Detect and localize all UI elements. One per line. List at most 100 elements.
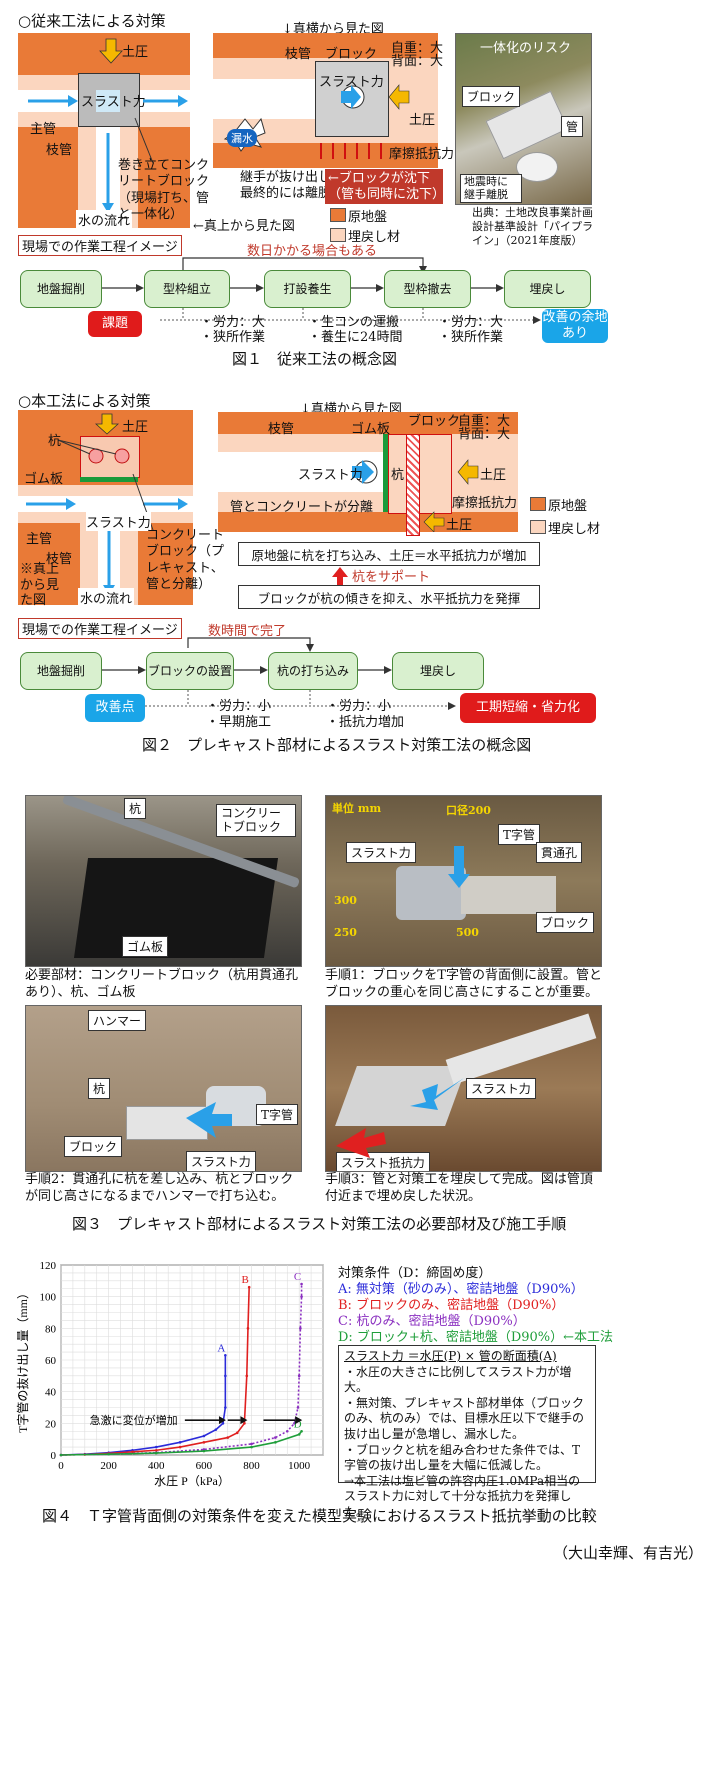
series-point-A: [224, 1406, 227, 1409]
fig1-top-view-label: ←真上から見た図: [193, 219, 295, 234]
fig2-support: 杭をサポート: [352, 570, 431, 585]
fig2-legend-backfill: 埋戻し材: [548, 522, 601, 537]
fig2-explain-2: ブロックが杭の傾きを抑え、水平抵抗力を発揮: [238, 585, 540, 609]
series-point-A: [221, 1422, 225, 1425]
fig2-thrust: スラスト力: [86, 512, 151, 531]
fig1-section-title: ○従来工法による対策: [18, 12, 166, 30]
series-point-D: [274, 1441, 277, 1444]
fig2-top-note: ※真上から見た図: [20, 562, 60, 609]
y-tick-label: 100: [40, 1292, 57, 1304]
fig3-p2-unit: 単位 mm: [332, 802, 382, 815]
fig4-note-1: ・水圧の大きさに比例してスラスト力が増大。: [344, 1364, 572, 1395]
annotation-arrow-head: [218, 1416, 226, 1425]
fig2-top-view: 土圧 杭 ゴム板 スラスト力 主管 枝管 ※真上から見た図 水の流れ: [18, 410, 193, 608]
fig3-p3-block: ブロック: [64, 1136, 123, 1157]
series-point-C: [297, 1374, 301, 1378]
fig3-p4-thrust: スラスト力: [466, 1078, 536, 1099]
fig2-hours-note: 数時間で完了: [208, 624, 287, 639]
fig1-legend-native-swatch: [330, 208, 346, 222]
series-point-A: [154, 1445, 158, 1449]
fig2-legend-backfill-swatch: [530, 520, 546, 534]
fig1-flow-arrows: [100, 257, 541, 324]
fig3-p4-desc: 手順3：管と対策工を埋戻して完成。図は管頂付近まで埋め戻した状況。: [325, 1172, 593, 1204]
fig4-legend-b: B: ブロックのみ、密詰地盤（D90%）: [338, 1298, 565, 1313]
series-point-C: [293, 1422, 296, 1425]
x-tick-label: 1000: [288, 1460, 311, 1472]
fig1-legend-backfill-swatch: [330, 228, 346, 242]
fig1-step-2: 型枠組立: [144, 270, 230, 308]
fig2-sv-earth: 土圧: [480, 468, 507, 483]
fig3-p1-block: コンクリートブロック: [216, 804, 296, 837]
series-point-C: [285, 1429, 289, 1433]
series-point-C: [300, 1295, 303, 1298]
x-tick-label: 800: [243, 1460, 260, 1472]
fig3-p2-d300: 300: [334, 894, 357, 907]
fig3-p1-pile: 杭: [124, 798, 147, 819]
fig2-result-badge: 工期短縮・省力化: [460, 693, 596, 723]
fig3-p2-tpipe: T字管: [498, 824, 541, 845]
fig2-explain-1: 原地盤に杭を打ち込み、土圧＝水平抵抗力が増加: [238, 542, 540, 566]
x-tick-label: 600: [196, 1460, 213, 1472]
series-label-C: C: [294, 1271, 301, 1283]
y-tick-label: 20: [45, 1418, 57, 1430]
series-point-C: [250, 1442, 253, 1446]
fig2-side-view: 枝管 ゴム板 ブロック 自重：大 背面：大 スラスト力 杭 土圧 摩擦抵抗力 土…: [218, 412, 518, 536]
fig3-photo-2: 単位 mm 口径200 T字管 スラスト力 貫通孔 ブロック 300 250 5…: [325, 795, 602, 967]
fig3-p3-hammer: ハンマー: [88, 1010, 147, 1031]
fig2-earth: 土圧: [122, 420, 149, 435]
fig1-side-view: スラスト力 漏水 枝管 ブロック 自重：大 背面：大 土圧 摩擦抵抗力: [213, 33, 454, 168]
fig3-photo-1: 杭 コンクリートブロック ゴム板: [25, 795, 302, 967]
fig3-p1-desc: 必要部材：コンクリートブロック（杭用貫通孔あり）、杭、ゴム板: [25, 968, 299, 1000]
x-tick-label: 400: [148, 1460, 165, 1472]
fig3-photo-3: ハンマー 杭 T字管 ブロック スラスト力: [25, 1005, 302, 1172]
annotation-arrow-head: [240, 1416, 248, 1425]
fig2-rubber: ゴム板: [24, 472, 64, 487]
fig1-issue-note-1: ・労力：大: [200, 315, 266, 330]
series-point-D: [59, 1453, 63, 1457]
fig2-pile: 杭: [48, 434, 62, 449]
series-label-D: D: [294, 1418, 302, 1430]
fig2-work-title: 現場での作業工程イメージ: [18, 618, 182, 639]
fig3-p3-thrust: スラスト力: [186, 1151, 256, 1171]
fig1-callout-block: 巻き立てコンクリートブロック（現場打ち、管と一体化）: [118, 158, 210, 222]
series-point-C: [300, 1282, 303, 1286]
fig2-sv-selfweight: 自重：大: [458, 414, 511, 429]
series-point-B: [247, 1285, 251, 1289]
fig1-days-note: 数日かかる場合もある: [247, 244, 378, 259]
fig4-legend-d: D: ブロック+杭、密詰地盤（D90%）←本工法: [338, 1330, 614, 1345]
fig3-caption: 図３ プレキャスト部材によるスラスト対策工法の必要部材及び施工手順: [72, 1215, 567, 1233]
fig3-photo-4: スラスト力 スラスト抵抗力: [325, 1005, 602, 1172]
fig4-caption: 図４ Ｔ字管背面側の対策条件を変えた模型実験におけるスラスト抵抗挙動の比較: [42, 1507, 597, 1525]
fig3-p2-d500: 500: [456, 926, 479, 939]
series-point-D: [300, 1429, 303, 1433]
series-line-D: [60, 1430, 303, 1456]
photo-pipe-shape: [516, 152, 558, 182]
fig1-sv-earth: 土圧: [409, 113, 436, 128]
fig1-arrows: [28, 38, 188, 213]
fig2-step-2: ブロックの設置: [146, 652, 234, 690]
fig2-concrete-callout: コンクリートブロック（プレキャスト、管と分離）: [146, 528, 225, 592]
series-point-A: [224, 1353, 227, 1357]
series-point-B: [202, 1441, 206, 1444]
series-point-B: [235, 1431, 239, 1435]
fig3-p1-rubber: ゴム板: [122, 936, 169, 957]
fig1-water-flow: 水の流れ: [76, 210, 133, 229]
fig4-note-title: スラスト力 ＝水圧(P) × 管の断面積(A): [344, 1349, 557, 1363]
fig2-step-1: 地盤掘削: [20, 652, 102, 690]
series-point-C: [296, 1406, 300, 1409]
fig1-step-1: 地盤掘削: [20, 270, 102, 308]
fig2-sv-rubber: ゴム板: [351, 422, 391, 437]
series-point-A: [214, 1428, 218, 1431]
fig3-p2-block: ブロック: [536, 912, 595, 933]
fig2-sv-block: ブロック: [408, 414, 461, 429]
fig1-sv-thrust: スラスト力: [319, 75, 384, 90]
y-axis-label: T字管の抜け出し量（mm）: [15, 1287, 30, 1433]
series-point-D: [107, 1452, 110, 1456]
fig2-step-4: 埋戻し: [392, 652, 484, 690]
fig1-improve-badge: 改善の余地あり: [542, 309, 608, 343]
fig2-legend-native-swatch: [530, 497, 546, 511]
fig1-step-4: 型枠撤去: [384, 270, 471, 308]
fig1-photo-quake: 地震時に継手離脱: [460, 174, 522, 204]
credit: （大山幸輝、有吉光）: [553, 1544, 704, 1562]
